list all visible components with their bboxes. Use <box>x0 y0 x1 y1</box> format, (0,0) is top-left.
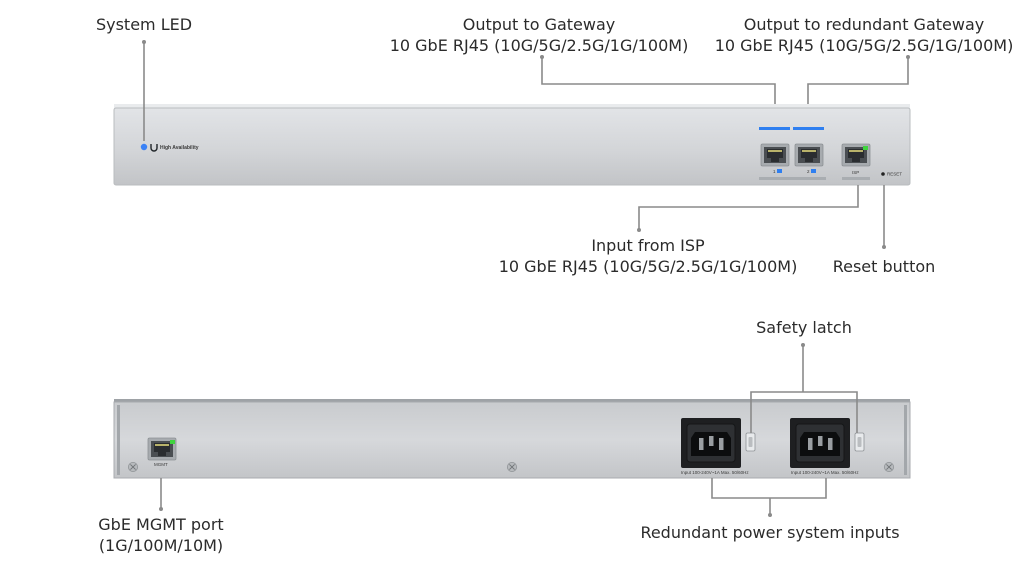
port2-label: 2 <box>807 169 810 174</box>
out-red-spec: 10 GbE RJ45 (10G/5G/2.5G/1G/100M) <box>715 36 1014 55</box>
screw-icon <box>506 461 518 473</box>
port2-activity-bar <box>793 127 824 130</box>
in-isp-title: Input from ISP <box>591 236 705 255</box>
rear-left-flange <box>117 405 120 475</box>
system-led-icon <box>140 143 148 151</box>
safety-latch-1-icon[interactable] <box>745 432 756 452</box>
port1-indicator <box>777 169 782 173</box>
output-gateway-port[interactable] <box>760 143 790 167</box>
out-red-title: Output to redundant Gateway <box>744 15 984 34</box>
rear-panel-top-edge <box>114 399 910 403</box>
front-panel-top-lip <box>114 104 910 109</box>
isp-label: ISP <box>852 170 859 175</box>
port1-label: 1 <box>773 169 776 174</box>
screw-icon <box>127 461 139 473</box>
out-gw-title: Output to Gateway <box>463 15 616 34</box>
reset-hole-icon[interactable] <box>881 172 885 176</box>
power-leader-bracket <box>711 478 827 499</box>
rear-panel: MGMT Input 100-240V~1A Max. 50/60Hz Inpu… <box>113 399 911 479</box>
mgmt-label: MGMT <box>154 462 168 467</box>
out-gw-leader <box>541 57 776 104</box>
port2-indicator <box>811 169 816 173</box>
front-panel-body <box>113 107 911 186</box>
out-red-leader <box>807 57 909 104</box>
safety-latch-2-icon[interactable] <box>854 432 865 452</box>
latch-leader-bracket <box>750 391 858 433</box>
port1-activity-bar <box>759 127 790 130</box>
isp-leader <box>638 185 859 230</box>
in-isp-spec: 10 GbE RJ45 (10G/5G/2.5G/1G/100M) <box>499 257 798 276</box>
psu2-rating: Input 100-240V~1A Max. 50/60Hz <box>791 470 859 475</box>
screw-icon <box>883 461 895 473</box>
system-led-label: System LED <box>96 15 192 34</box>
power-inlet-2[interactable] <box>789 417 851 469</box>
port-group-bar <box>759 177 826 180</box>
mgmt-spec: (1G/100M/10M) <box>99 536 223 555</box>
isp-link-led-icon <box>863 146 868 150</box>
callout-labels: System LED Output to Gateway 10 GbE RJ45… <box>96 15 1013 555</box>
out-gw-spec: 10 GbE RJ45 (10G/5G/2.5G/1G/100M) <box>390 36 689 55</box>
power-inlet-1[interactable] <box>680 417 742 469</box>
brand-text: High Availability <box>160 145 199 151</box>
redundant-power-label: Redundant power system inputs <box>640 523 899 542</box>
mgmt-title: GbE MGMT port <box>98 515 223 534</box>
callout-leaders <box>142 40 910 517</box>
reset-label: RESET <box>887 172 902 177</box>
output-redundant-port[interactable] <box>794 143 824 167</box>
safety-latch-label: Safety latch <box>756 318 852 337</box>
psu1-rating: Input 100-240V~1A Max. 50/60Hz <box>681 470 749 475</box>
front-panel: High Availability 1 2 ISP RESET <box>113 104 911 186</box>
ubiquiti-logo-icon <box>150 144 158 152</box>
rear-right-flange <box>904 405 907 475</box>
isp-bar <box>842 177 870 180</box>
reset-button-label: Reset button <box>833 257 936 276</box>
mgmt-link-led-icon <box>170 440 175 444</box>
